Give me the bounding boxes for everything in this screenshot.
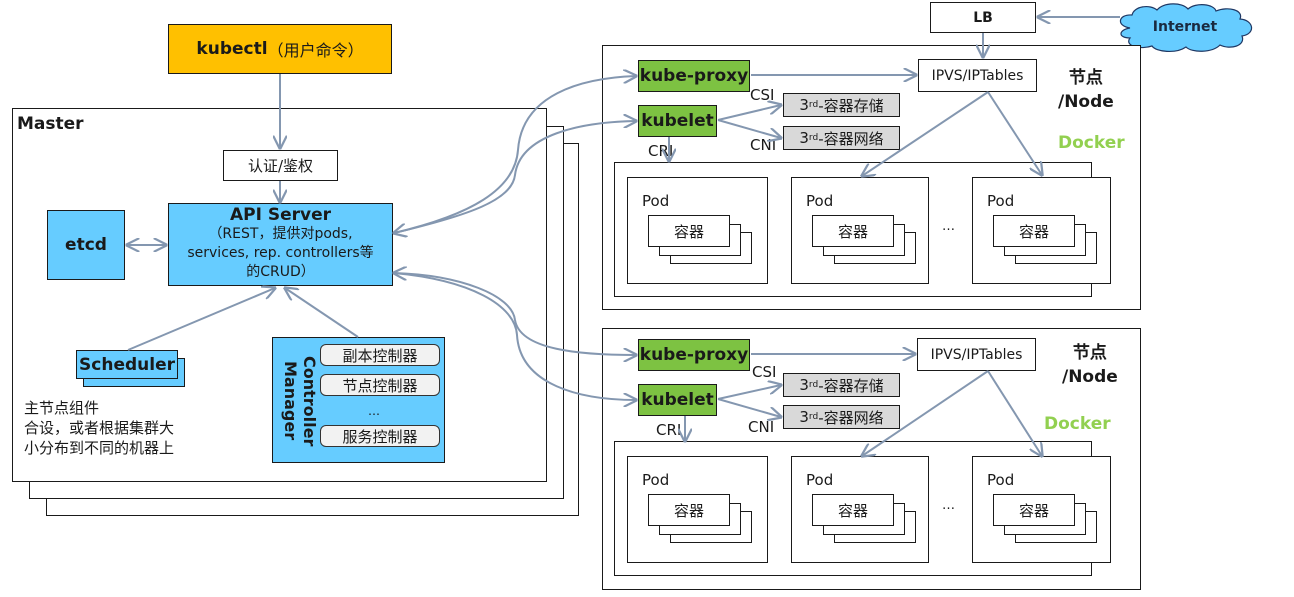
api-server-title: API Server [229, 205, 331, 225]
csi-label-1: CSI [750, 86, 775, 104]
master-note-line-3: 小分布到不同的机器上 [24, 439, 175, 457]
controller-manager-box[interactable]: Controller Manager 副本控制器 节点控制器 … 服务控制器 [272, 337, 445, 463]
pod-box[interactable]: Pod 容器 [627, 177, 768, 284]
internet-cloud-icon [1119, 3, 1253, 52]
pod-box[interactable]: Pod 容器 [627, 456, 768, 563]
node-label-2-cn: 节点 [1072, 343, 1107, 363]
kubectl-label: kubectl [196, 39, 268, 59]
node-label-2: 节点 /Node [1062, 341, 1118, 389]
pod-box[interactable]: Pod 容器 [791, 456, 929, 563]
pod-label: Pod [642, 192, 670, 210]
ipvs-box-2[interactable]: IPVS/IPTables [917, 338, 1036, 371]
container-box: 容器 [648, 494, 730, 526]
api-server-desc-1: （REST，提供对pods, [208, 226, 353, 242]
node-label-1: 节点 /Node [1058, 66, 1114, 114]
master-note-line-1: 主节点组件 [24, 399, 100, 417]
pod-box[interactable]: Pod 容器 [972, 456, 1111, 563]
storage-prefix: 3 [799, 376, 809, 394]
network-sup: rd [808, 133, 819, 143]
network-sup: rd [808, 412, 819, 422]
container-box: 容器 [993, 494, 1075, 526]
storage-sup: rd [808, 100, 819, 110]
kubelet-box-2[interactable]: kubelet [638, 384, 717, 416]
storage-suffix: -容器存储 [818, 96, 884, 115]
master-note-line-2: 合设，或者根据集群大 [24, 419, 175, 437]
api-server-desc-2: services, rep. controllers等 [187, 245, 374, 261]
kubectl-sub: （用户命令） [267, 41, 364, 60]
scheduler-box[interactable]: Scheduler [76, 350, 178, 379]
pod-label: Pod [987, 192, 1015, 210]
network-suffix: -容器网络 [818, 408, 884, 427]
container-box: 容器 [993, 215, 1075, 247]
container-box: 容器 [812, 215, 894, 247]
container-box: 容器 [812, 494, 894, 526]
pod-box[interactable]: Pod 容器 [791, 177, 929, 284]
network-suffix: -容器网络 [818, 129, 884, 148]
container-box: 容器 [648, 215, 730, 247]
auth-box[interactable]: 认证/鉴权 [223, 150, 338, 181]
kubelet-box-1[interactable]: kubelet [638, 105, 717, 137]
pod-ellipsis: … [942, 219, 955, 234]
node-label-2-en: /Node [1062, 367, 1118, 387]
api-server-desc-3: 的CRUD） [246, 264, 315, 280]
node-label-1-cn: 节点 [1068, 68, 1103, 88]
controller-manager-title: Controller Manager [281, 355, 319, 447]
controller-ellipsis: … [368, 404, 380, 418]
etcd-box[interactable]: etcd [47, 210, 125, 280]
kubectl-box[interactable]: kubectl（用户命令） [168, 24, 392, 74]
pod-ellipsis: … [942, 498, 955, 513]
pod-box[interactable]: Pod 容器 [972, 177, 1111, 284]
cri-label-1: CRI [648, 142, 674, 160]
storage-prefix: 3 [799, 96, 809, 114]
network-prefix: 3 [799, 129, 809, 147]
ipvs-box-1[interactable]: IPVS/IPTables [918, 59, 1037, 92]
cni-label-1: CNI [750, 136, 777, 154]
controller-item-replica[interactable]: 副本控制器 [320, 344, 440, 366]
kube-proxy-box-2[interactable]: kube-proxy [638, 339, 750, 371]
cni-label-2: CNI [748, 418, 775, 436]
controller-item-service[interactable]: 服务控制器 [320, 425, 440, 447]
node-label-1-en: /Node [1058, 92, 1114, 112]
controller-item-node[interactable]: 节点控制器 [320, 374, 440, 396]
pod-label: Pod [987, 471, 1015, 489]
pod-label: Pod [806, 192, 834, 210]
network-prefix: 3 [799, 408, 809, 426]
pod-label: Pod [642, 471, 670, 489]
master-title: Master [17, 114, 84, 134]
csi-label-2: CSI [752, 363, 777, 381]
lb-box[interactable]: LB [930, 2, 1036, 33]
storage-suffix: -容器存储 [818, 376, 884, 395]
api-server-box[interactable]: API Server （REST，提供对pods, services, rep.… [168, 203, 393, 286]
internet-label[interactable]: Internet [1152, 19, 1218, 35]
cri-label-2: CRI [656, 421, 682, 439]
master-note: 主节点组件 合设，或者根据集群大 小分布到不同的机器上 [24, 398, 174, 458]
docker-label-1: Docker [1058, 133, 1125, 153]
storage-sup: rd [808, 380, 819, 390]
docker-label-2: Docker [1044, 414, 1111, 434]
pod-label: Pod [806, 471, 834, 489]
kube-proxy-box-1[interactable]: kube-proxy [638, 60, 750, 92]
